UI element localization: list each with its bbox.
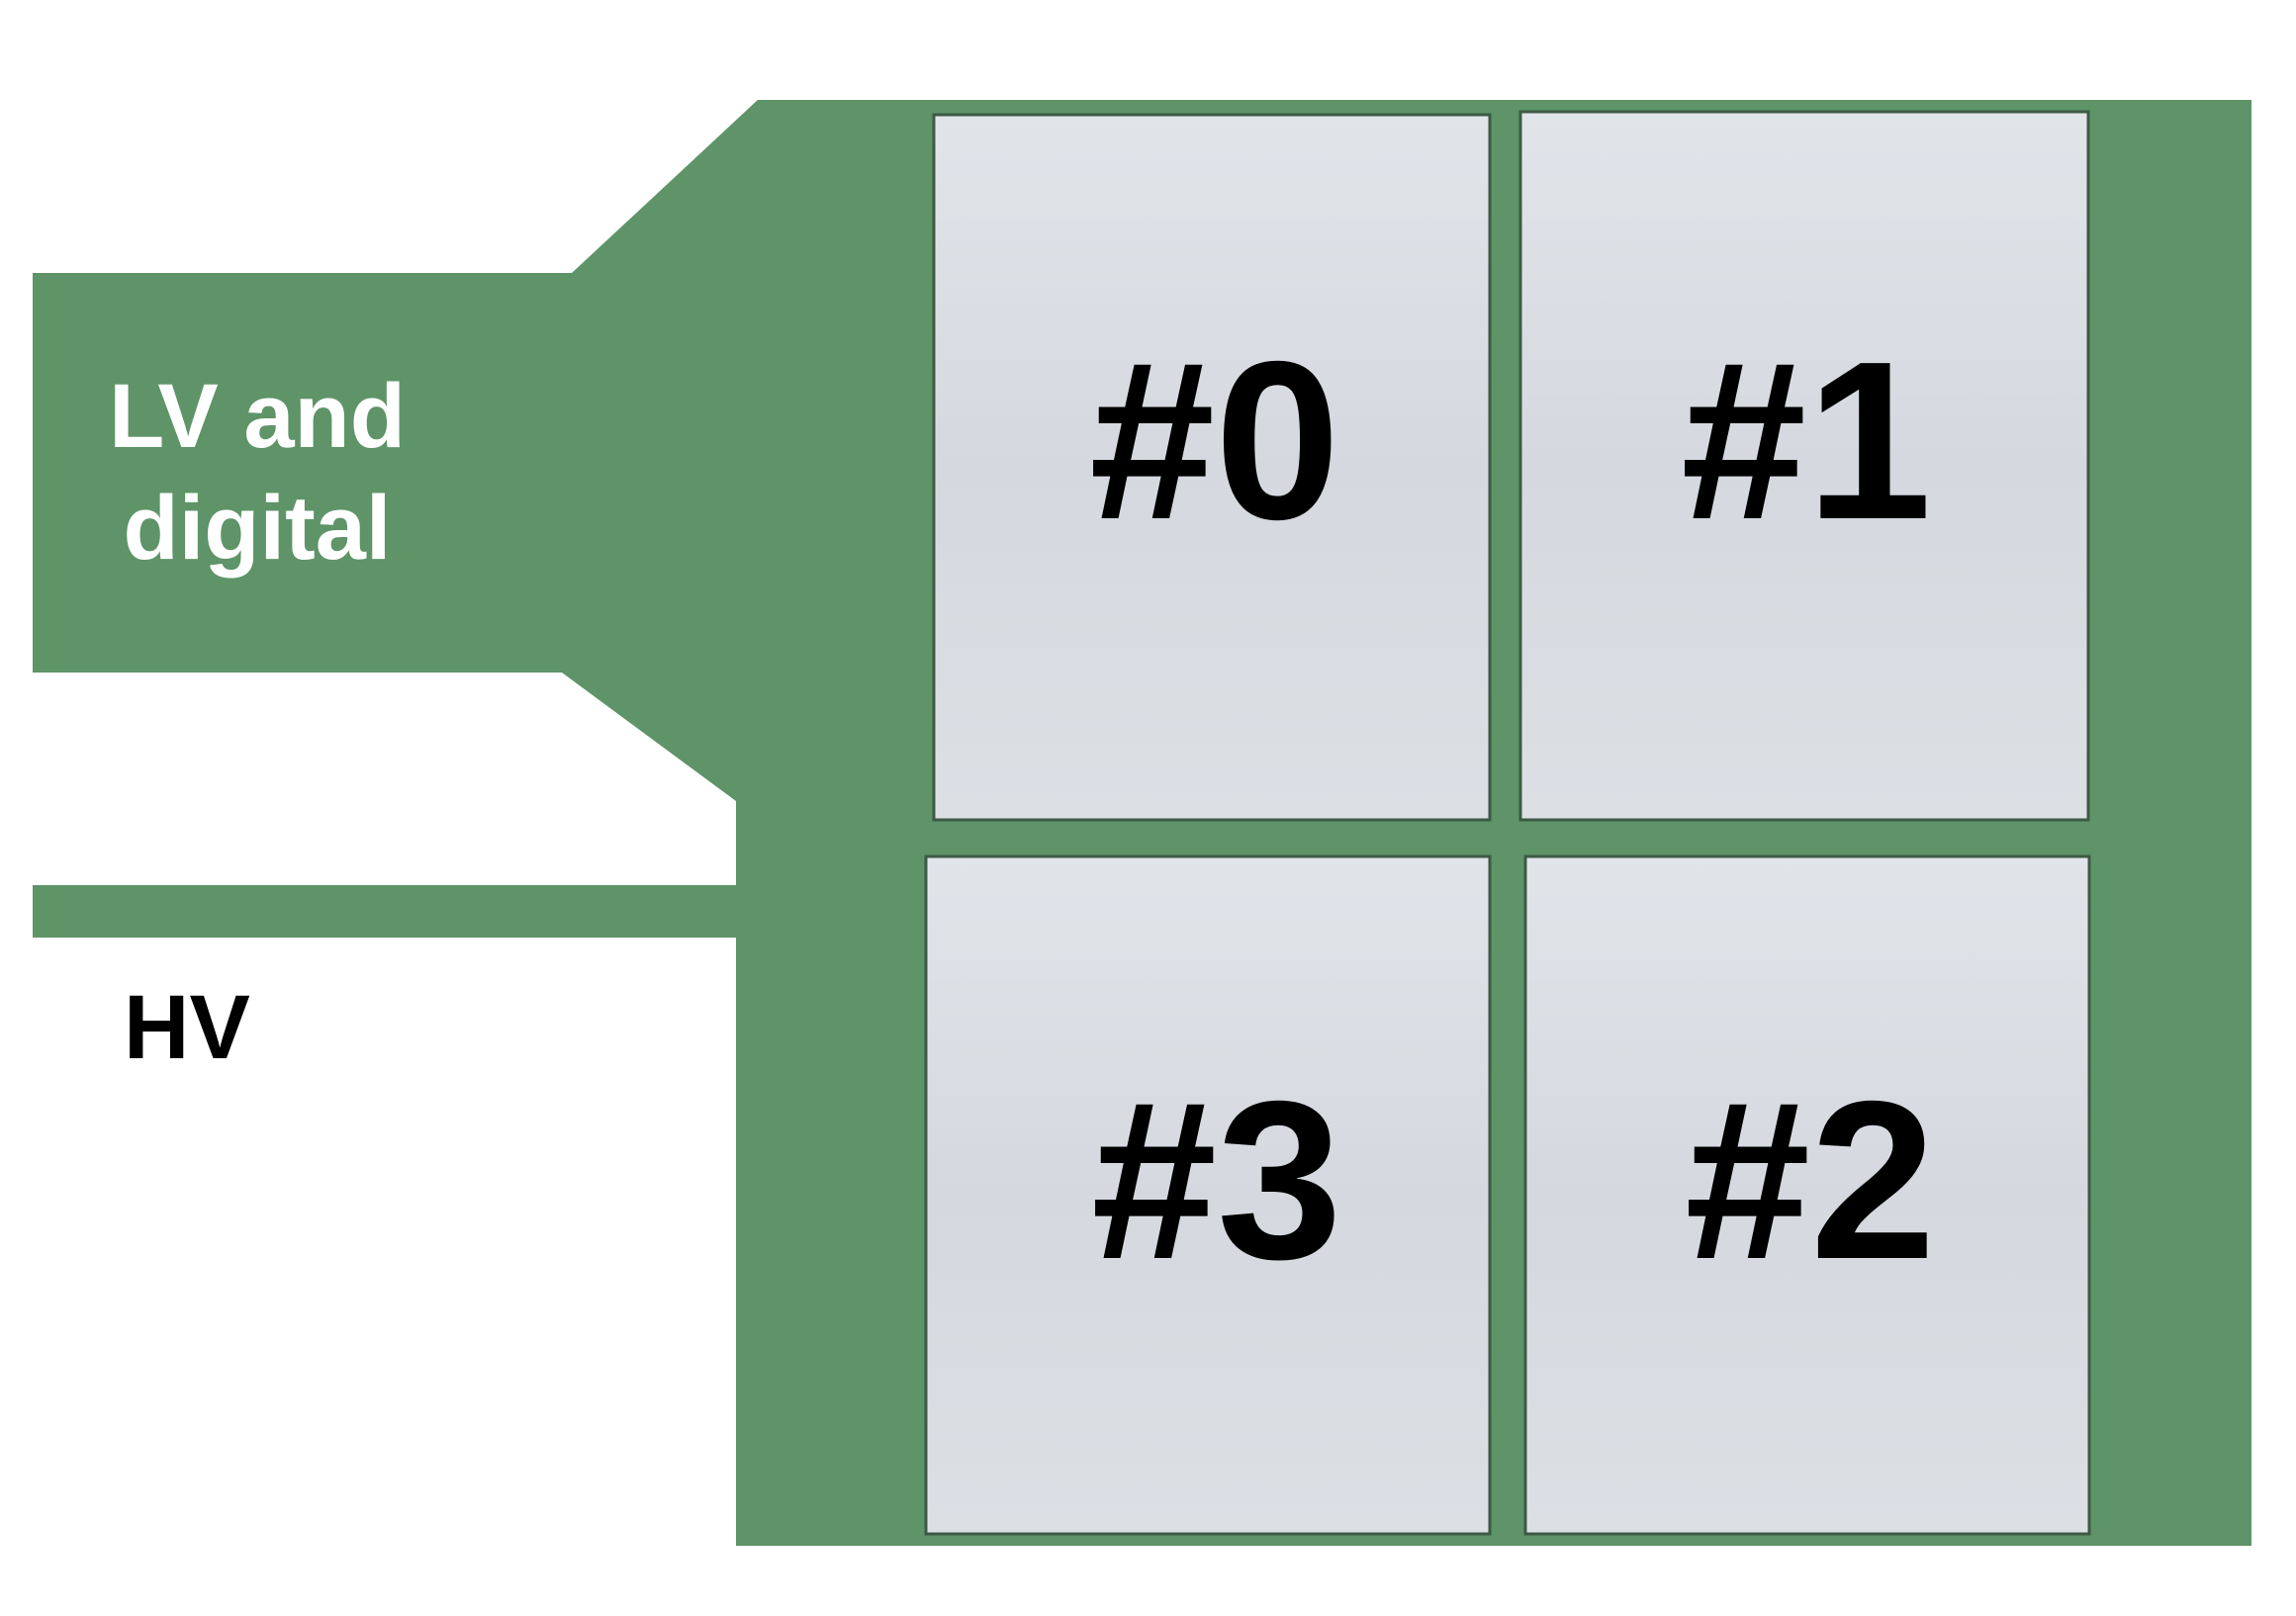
sensor-tile-3 [924,854,1492,1536]
sensor-tile-1 [1518,110,2090,822]
sensor-label-2: #2 [1685,1055,1936,1306]
sensor-label-1: #1 [1681,315,1932,567]
sensor-label-3: #3 [1091,1055,1342,1306]
lv-digital-label-line2: digital [124,478,392,579]
sensor-label-0: #0 [1089,315,1340,567]
hv-label: HV [124,977,250,1078]
sensor-tile-2 [1523,854,2091,1536]
sensor-array: #0 #1 #3 #2 [924,110,2091,1536]
lv-digital-label-line1: LV and [109,366,406,467]
sensor-tile-0 [932,113,1492,822]
